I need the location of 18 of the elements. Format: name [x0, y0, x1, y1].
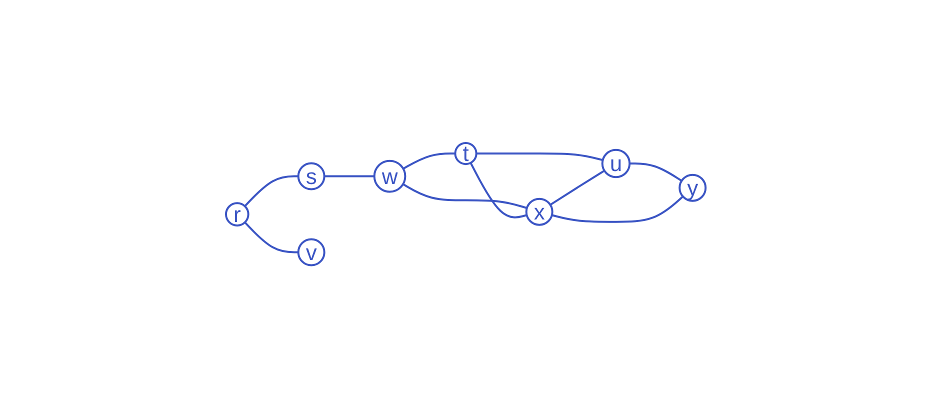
node-circle: t [454, 142, 478, 165]
connector [402, 182, 528, 209]
node-circle: x [526, 197, 554, 226]
connector [550, 169, 606, 206]
connector [630, 162, 682, 182]
connector [552, 195, 684, 222]
connector [470, 162, 528, 218]
node-circle: u [602, 148, 631, 178]
connector [324, 174, 375, 177]
connector [476, 152, 604, 161]
connector [244, 221, 299, 253]
node-circle: r [225, 202, 250, 226]
connector [244, 174, 299, 206]
node-circle: y [678, 173, 707, 202]
node-circle: v [298, 238, 326, 266]
node-circle: w [374, 159, 406, 192]
connector [402, 152, 456, 170]
node-circle: s [298, 162, 326, 190]
